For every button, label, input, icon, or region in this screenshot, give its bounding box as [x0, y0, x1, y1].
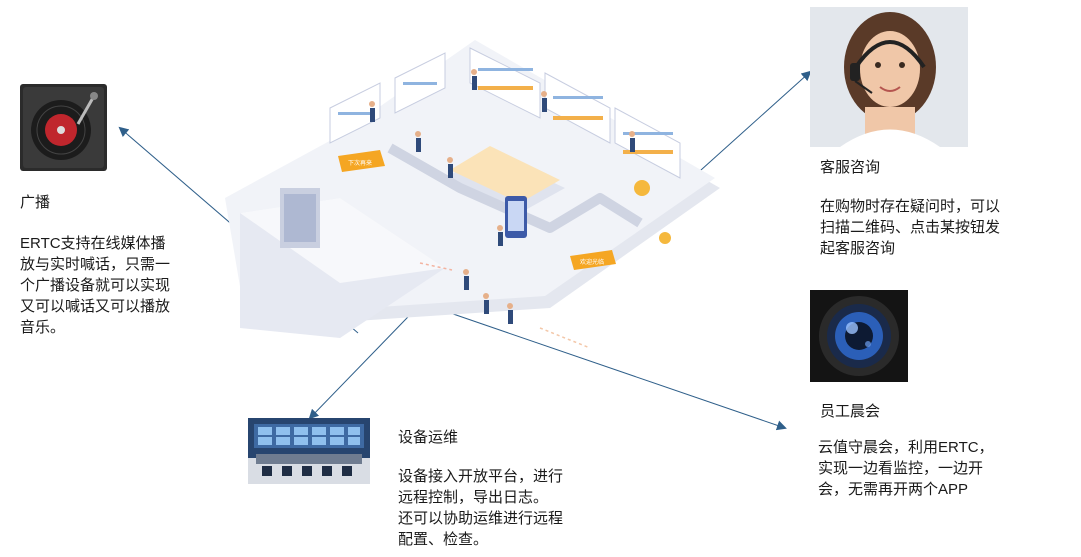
camera-lens-icon: [810, 290, 908, 382]
turntable-icon: [20, 84, 107, 171]
sign-right-text: 欢迎光临: [580, 258, 604, 266]
broadcast-title: 广播: [20, 194, 51, 211]
staff-meeting-title: 员工晨会: [820, 403, 881, 420]
sign-left-text: 下次再来: [348, 159, 372, 167]
customer-service-description: 在购物时存在疑问时，可以 扫描二维码、点击某按钮发 起客服咨询: [820, 198, 1001, 257]
broadcast-description: ERTC支持在线媒体播 放与实时喊话，只需一 个广播设备就可以实现 又可以喊话又…: [20, 235, 171, 336]
control-room-photo: [248, 418, 370, 484]
staff-meeting-description: 云值守晨会，利用ERTC， 实现一边看监控，一边开 会，无需再开两个APP: [818, 439, 994, 498]
headset-agent-photo: [810, 7, 968, 147]
customer-service-title: 客服咨询: [820, 159, 881, 176]
store-illustration: 下次再来 欢迎光临: [225, 40, 720, 349]
device-ops-description: 设备接入开放平台，进行 远程控制，导出日志。 还可以协助运维进行远程 配置、检查…: [398, 468, 564, 548]
device-ops-title: 设备运维: [398, 429, 459, 446]
